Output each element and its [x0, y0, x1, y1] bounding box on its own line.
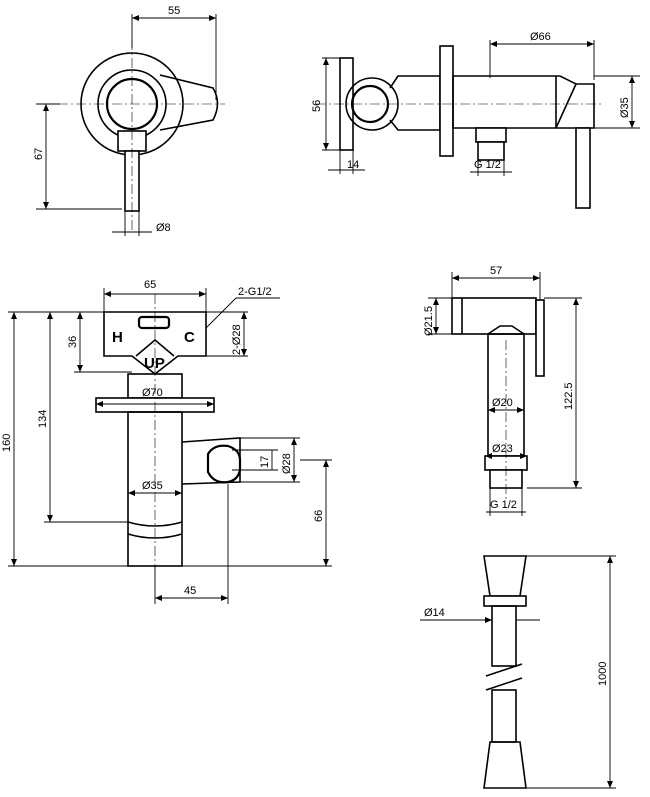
view-front-wall-plate: 55 67 Ø8: [33, 5, 225, 236]
dim-label-160: 160: [1, 434, 13, 452]
hose-top-fitting: [483, 555, 527, 597]
dim-label-67: 67: [33, 148, 45, 160]
dim-label-57: 57: [490, 265, 502, 277]
dim-label-36: 36: [67, 336, 79, 348]
dim-label-body-35: Ø35: [142, 480, 163, 492]
dim-label-inlet-dia: 2-Ø28: [231, 324, 243, 355]
dim-label-1000: 1000: [597, 662, 609, 686]
label-up: UP: [144, 355, 165, 372]
inlet-block: [103, 311, 207, 376]
view-side: Ø66 56 Ø35 14 G 1/2: [311, 31, 640, 209]
view-hose: Ø14 1000: [420, 555, 616, 789]
dim-label-23: Ø23: [492, 443, 513, 455]
dim-label-66-body: 66: [313, 510, 325, 522]
dim-label-66: Ø66: [530, 31, 551, 43]
inlet-slot: [137, 315, 171, 330]
dim-label-head-thread: G 1/2: [490, 499, 517, 511]
holder-arm: [159, 74, 219, 131]
hose-lower-section: [491, 689, 517, 743]
dim-label-17: 17: [259, 456, 271, 468]
label-cold: C: [184, 329, 195, 346]
valve-body: [452, 75, 595, 129]
holder-ring: [206, 444, 242, 484]
dim-label-20: Ø20: [492, 397, 513, 409]
outlet-thread: [477, 141, 505, 161]
flange-plate: [439, 45, 454, 157]
dim-label-pin: Ø8: [156, 222, 171, 234]
view-valve-body: H C UP 65 2-G1/2 2-Ø28 36 160: [1, 279, 332, 604]
dim-label-122: 122.5: [563, 382, 575, 410]
hose-bottom-fitting: [483, 741, 527, 789]
dim-label-thread: G 1/2: [474, 159, 501, 171]
dim-label-holder-28: Ø28: [281, 453, 293, 474]
dim-label-head: Ø21.5: [423, 306, 435, 336]
view-spray-head: 57 Ø21.5 122.5 Ø20 Ø23 G 1/2: [423, 265, 582, 516]
dim-label-45: 45: [184, 585, 196, 597]
label-hot: H: [112, 329, 123, 346]
dim-label-hose: Ø14: [424, 607, 445, 619]
spray-head: [451, 297, 537, 335]
dim-label-56: 56: [311, 100, 323, 112]
leader-inlets: [205, 297, 237, 329]
trigger-lever: [535, 299, 545, 377]
side-lever: [575, 127, 591, 209]
hose-break-mark: [485, 663, 523, 691]
hose-upper-section: [491, 605, 517, 667]
dim-label-55: 55: [168, 5, 180, 17]
dim-label-inlets: 2-G1/2: [238, 286, 272, 298]
dim-label-134: 134: [37, 410, 49, 428]
hose-top-nut: [483, 595, 527, 607]
dim-label-14: 14: [347, 159, 359, 171]
dim-label-65: 65: [144, 279, 156, 291]
dim-label-70: Ø70: [142, 387, 163, 399]
outlet-nut: [475, 127, 507, 143]
dim-label-35: Ø35: [619, 97, 631, 118]
